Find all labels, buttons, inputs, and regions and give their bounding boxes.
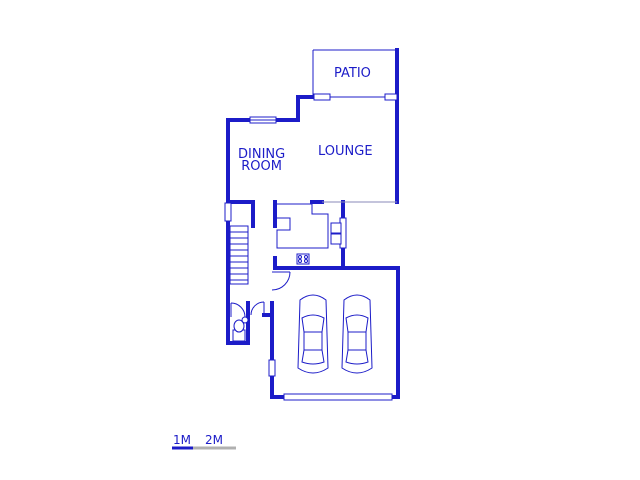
- kitchen-counter: [276, 203, 342, 265]
- car-left: [297, 294, 329, 374]
- scale-label-1m: 1M: [173, 433, 191, 447]
- windows: [224, 93, 398, 401]
- room-label-patio: PATIO: [334, 66, 371, 81]
- patio-outline: [312, 48, 399, 99]
- wc-fixtures: [232, 316, 249, 342]
- exterior-walls: [226, 95, 400, 399]
- scale-label-2m: 2M: [205, 433, 223, 447]
- room-label-dining: DINING ROOM: [238, 147, 286, 174]
- doors: [230, 271, 291, 318]
- room-label-dining-line1: DINING: [238, 147, 286, 162]
- staircase: [229, 225, 249, 285]
- room-label-dining-line2: ROOM: [241, 159, 282, 174]
- car-right: [341, 294, 373, 374]
- room-label-lounge: LOUNGE: [318, 144, 373, 159]
